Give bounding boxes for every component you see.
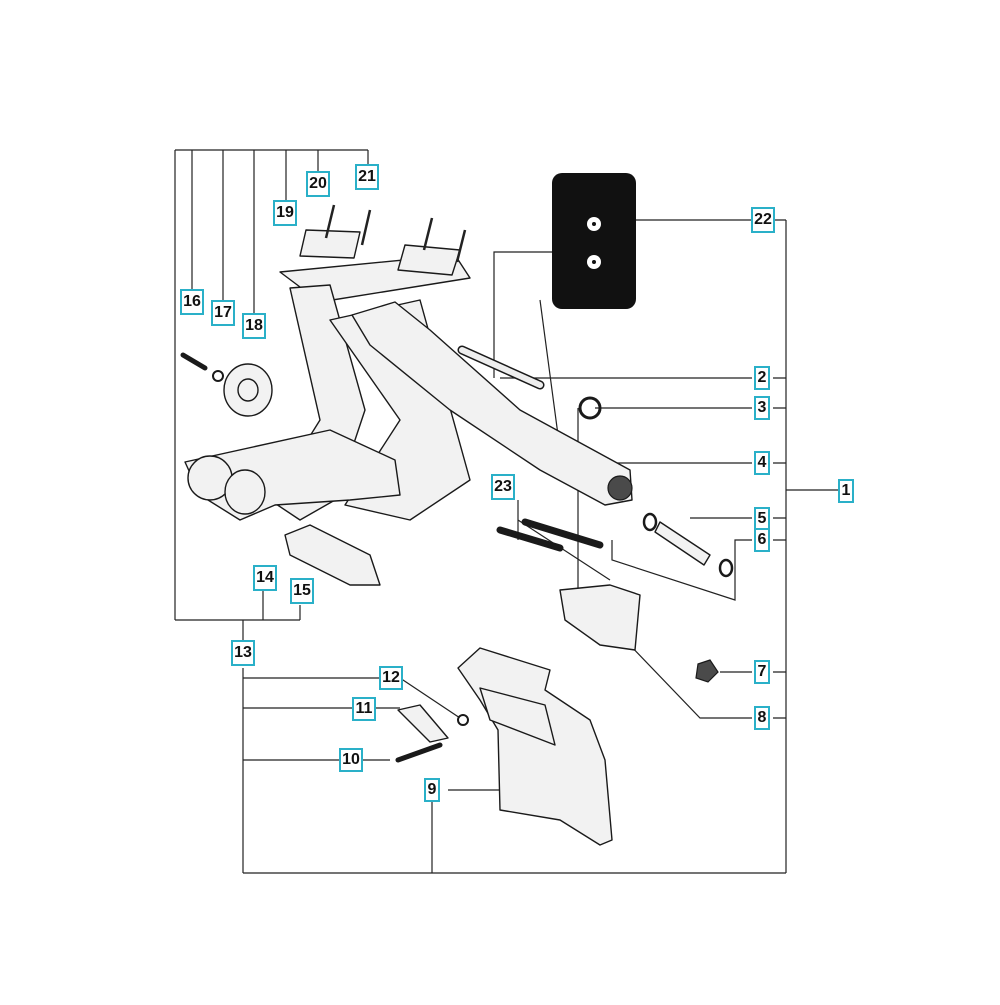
callout-16: 16 [180, 289, 204, 315]
callout-11: 11 [352, 697, 376, 721]
callout-9: 9 [424, 778, 440, 802]
callout-20: 20 [306, 171, 330, 197]
callout-14: 14 [253, 565, 277, 591]
callout-22: 22 [751, 207, 775, 233]
small-parts-bottom [395, 704, 469, 763]
foot-part [284, 524, 381, 586]
callout-12: 12 [379, 666, 403, 690]
callout-7: 7 [754, 660, 770, 684]
pin-assembly [642, 512, 734, 578]
callout-18: 18 [242, 313, 266, 339]
callout-2: 2 [754, 366, 770, 390]
arm-part [351, 301, 633, 506]
callout-19: 19 [273, 200, 297, 226]
callout-21: 21 [355, 164, 379, 190]
nut-part [695, 659, 719, 683]
callout-1: 1 [838, 479, 854, 503]
bolts [496, 518, 604, 552]
callout-6: 6 [754, 528, 770, 552]
callout-8: 8 [754, 706, 770, 730]
callout-13: 13 [231, 640, 255, 666]
callout-17: 17 [211, 300, 235, 326]
guard-part [457, 647, 613, 846]
callout-23: 23 [491, 474, 515, 500]
wheel-assembly [180, 352, 273, 417]
callout-4: 4 [754, 451, 770, 475]
bracket-part [559, 584, 641, 651]
rod-part [457, 345, 545, 390]
clip-part [578, 396, 602, 420]
decal-plate [552, 173, 636, 309]
leader-lines [174, 149, 840, 874]
callout-3: 3 [754, 396, 770, 420]
callout-15: 15 [290, 578, 314, 604]
carrier-body [184, 429, 401, 521]
callout-10: 10 [339, 748, 363, 772]
